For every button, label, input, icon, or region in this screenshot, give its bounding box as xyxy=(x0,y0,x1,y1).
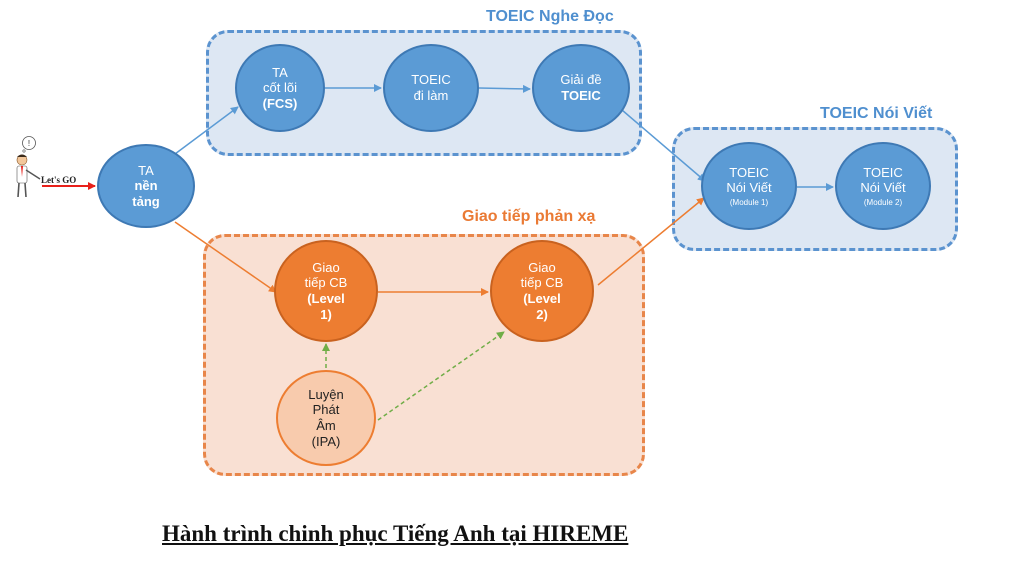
edge-nen-tang-to-fcs xyxy=(174,106,239,155)
node-line: Giải đề xyxy=(560,72,602,88)
node-line: đi làm xyxy=(413,88,449,103)
node-line: TOEIC xyxy=(863,164,903,180)
node-line: (Level xyxy=(523,291,561,306)
edge-cb2-to-module1 xyxy=(597,197,705,286)
edge-ipa-to-cb2 xyxy=(377,331,505,421)
node-giao-tiep-cb-level-2: Giao tiếp CB (Level 2) xyxy=(490,240,594,342)
node-line: cốt lõi xyxy=(263,80,297,96)
node-line: tảng xyxy=(132,193,160,209)
node-toeic-di-lam: TOEIC đi làm xyxy=(383,44,479,132)
node-line: 2) xyxy=(536,306,548,322)
node-line: nền xyxy=(134,178,158,194)
lets-go-sign: Let's GO xyxy=(41,175,76,185)
node-giai-de-toeic: Giải đề TOEIC xyxy=(532,44,630,132)
node-line: Nói Viết xyxy=(860,180,906,196)
node-line: (IPA) xyxy=(311,433,341,449)
person-icon xyxy=(16,154,41,198)
node-giao-tiep-cb-level-1: Giao tiếp CB (Level 1) xyxy=(274,240,378,342)
node-line: (FCS) xyxy=(262,95,298,111)
node-line: Âm xyxy=(316,418,336,433)
group-title-nghe-doc: TOEIC Nghe Đọc xyxy=(486,8,614,25)
thought-symbol: ! xyxy=(28,139,30,148)
group-title-giao-tiep: Giao tiếp phản xạ xyxy=(462,208,596,225)
thought-bubble-icon: ! xyxy=(22,136,36,153)
node-subline: (Module 1) xyxy=(729,197,769,207)
node-toeic-noi-viet-module-2: TOEIC Nói Viết (Module 2) xyxy=(835,142,931,230)
node-line: Luyện xyxy=(308,386,344,402)
group-title-noi-viet: TOEIC Nói Viết xyxy=(820,105,933,122)
lets-go-figure-icon: ! Let's GO xyxy=(16,136,76,198)
node-line: Giao xyxy=(528,259,556,275)
node-line: TA xyxy=(138,162,154,178)
node-line: Giao xyxy=(312,259,340,275)
node-line: 1) xyxy=(320,306,332,322)
edge-di-lam-to-giai-de xyxy=(478,84,531,93)
node-line: TOEIC xyxy=(729,164,769,180)
node-line: TOEIC xyxy=(561,88,601,103)
node-ta-nen-tang: TA nền tảng xyxy=(97,144,195,228)
node-line: (Level xyxy=(307,291,345,306)
node-line: tiếp CB xyxy=(520,275,564,291)
node-ta-cot-loi-fcs: TA cốt lõi (FCS) xyxy=(235,44,325,132)
node-line: tiếp CB xyxy=(304,275,348,291)
node-toeic-noi-viet-module-1: TOEIC Nói Viết (Module 1) xyxy=(701,142,797,230)
node-subline: (Module 2) xyxy=(863,197,903,207)
node-line: Nói Viết xyxy=(726,180,772,196)
node-line: Phát xyxy=(312,402,340,418)
node-luyen-phat-am-ipa: Luyện Phát Âm (IPA) xyxy=(276,370,376,466)
node-line: TA xyxy=(272,64,288,80)
node-line: TOEIC xyxy=(411,72,451,88)
diagram-caption: Hành trình chinh phục Tiếng Anh tại HIRE… xyxy=(162,521,629,546)
edge-giai-de-to-module1 xyxy=(621,109,706,182)
edge-nen-tang-to-cb1 xyxy=(174,221,277,293)
